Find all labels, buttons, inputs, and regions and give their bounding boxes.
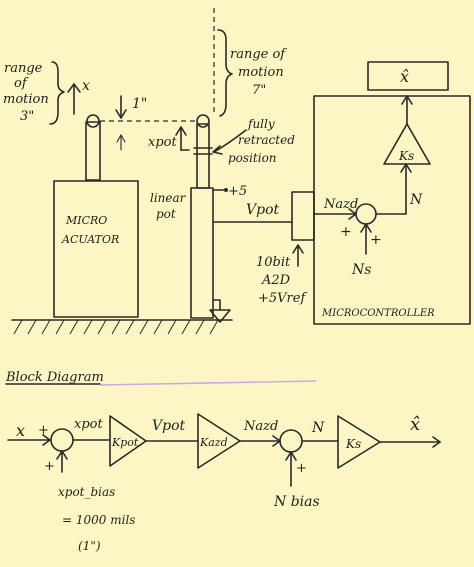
block-plus-top: +	[38, 423, 49, 438]
pot-rod-pivot	[196, 114, 210, 128]
kpot-label: Kpot	[111, 436, 139, 449]
xpot-arrow-head	[175, 126, 187, 136]
fully-retracted-line-3: position	[228, 151, 277, 165]
block-vpot-label: Vpot	[152, 418, 186, 434]
micro-actuator-box	[53, 180, 139, 318]
retracted-pointer	[213, 129, 247, 153]
block-nazd-label: Nazd	[243, 419, 278, 434]
range-right-line-3: 7"	[252, 83, 266, 98]
actuator-pivot	[86, 114, 100, 128]
pot-rod	[196, 123, 210, 189]
highlighter-stroke	[99, 380, 317, 386]
block-xhat-label: x̂	[410, 414, 420, 435]
block-xpot-label: xpot	[74, 417, 103, 432]
xpot-bias-line-3: (1")	[78, 539, 101, 553]
actuator-rod	[85, 121, 101, 181]
vpot-top-label: Vpot	[246, 202, 280, 218]
block-plus-bottom: +	[44, 459, 55, 474]
block-x-label: x	[16, 421, 25, 440]
kpot-triangle	[109, 415, 147, 467]
top-xpot-label: xpot	[148, 135, 177, 150]
ks-triangle-block	[337, 415, 381, 469]
n-bias-label: N bias	[273, 494, 320, 510]
summing-junction-top	[355, 203, 377, 225]
range-right-line-2: motion	[238, 65, 284, 80]
ns-arrow	[360, 223, 372, 233]
block-ks-label: Ks	[345, 437, 361, 451]
summing-junction-2	[279, 429, 303, 453]
sum-to-ks-arrow	[400, 163, 412, 173]
range-right-line-1: range of	[230, 47, 287, 62]
sum-to-ks-wire	[375, 163, 407, 215]
fully-retracted-line-1: fully	[247, 117, 275, 131]
ground-symbol	[209, 309, 231, 323]
linear-pot-label-2: pot	[156, 207, 176, 221]
a2d-pointer-head	[292, 244, 304, 254]
output-arrow	[432, 436, 441, 448]
microcontroller-label: MICROCONTROLLER	[321, 308, 435, 319]
xpot-bias-line-2: = 1000 mils	[62, 513, 135, 527]
left-range-bracket	[49, 61, 65, 125]
ground-hatching	[13, 319, 219, 335]
range-left-line-4: 3"	[20, 109, 34, 124]
microcontroller-box	[313, 95, 471, 325]
nazd-top-label: Nazd	[323, 197, 358, 212]
plus-top-1: +	[340, 224, 352, 240]
micro-actuator-label-2: ACUATOR	[61, 233, 119, 246]
nbias-arrow	[285, 451, 297, 461]
ks-to-xhat-arrow	[401, 95, 413, 105]
xhat-top-label: x̂	[400, 67, 409, 86]
block-plus-n: +	[296, 461, 307, 476]
pot-ground-wire	[212, 299, 221, 311]
one-inch-arrowhead-top	[115, 109, 127, 119]
block-diagram-title: Block Diagram	[5, 370, 104, 385]
x-label: x	[82, 78, 90, 94]
ks-gain-triangle-top	[383, 123, 431, 165]
plus5-node	[224, 188, 228, 192]
block-n-label: N	[311, 420, 325, 436]
kazd-triangle	[197, 413, 241, 469]
micro-actuator-label-1: MICRO	[65, 214, 107, 227]
fully-retracted-line-2: retracted	[238, 133, 295, 147]
a2d-label-1: 10bit	[256, 255, 291, 270]
range-left-line-1: range	[4, 61, 43, 76]
plus5-label: +5	[228, 184, 247, 199]
one-inch-label: 1"	[132, 96, 147, 112]
pot-retracted-marker	[193, 147, 213, 155]
x-input-arrow	[42, 434, 51, 446]
linear-pot-body	[190, 187, 214, 319]
x-arrow-head	[67, 83, 81, 93]
right-range-bracket	[217, 29, 233, 117]
retracted-pointer-head	[212, 145, 223, 155]
bias-input-arrow	[56, 450, 68, 460]
linear-pot-label-1: linear	[150, 191, 187, 205]
nazd-arrow	[348, 208, 357, 220]
xpot-bias-line-1: xpot_bias	[58, 485, 115, 499]
ns-label: Ns	[351, 262, 371, 278]
xhat-output-box	[367, 61, 449, 91]
kazd-label: Kazd	[199, 436, 228, 449]
summing-junction-1	[50, 428, 74, 452]
n-top-label: N	[409, 192, 423, 208]
plus-top-2: +	[370, 232, 382, 248]
range-left-line-2: of	[14, 76, 29, 91]
a2d-box	[291, 191, 315, 241]
ks-top-label: Ks	[398, 149, 414, 163]
range-left-line-3: motion	[3, 92, 49, 107]
one-inch-arrowhead-bottom	[116, 133, 126, 143]
a2d-label-3: +5Vref	[258, 291, 307, 306]
a2d-label-2: A2D	[261, 273, 291, 288]
